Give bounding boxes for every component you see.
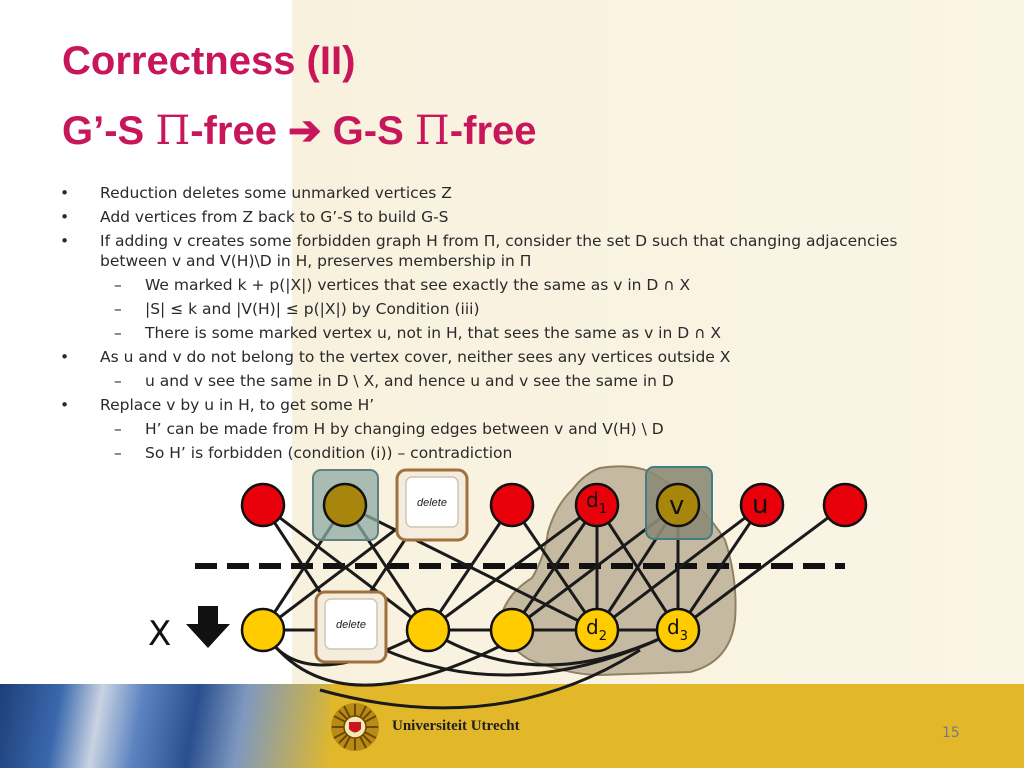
bullet-icon: •	[60, 208, 70, 226]
dash-icon: –	[114, 372, 122, 390]
sub-bullet-list: – We marked k + p(|X|) vertices that see …	[100, 275, 960, 343]
sub-bullet-item: – We marked k + p(|X|) vertices that see …	[100, 275, 960, 295]
footer-brand: Universiteit Utrecht	[392, 718, 520, 734]
vertex-d3	[655, 607, 701, 653]
sub-bullet-item: – So H’ is forbidden (condition (i)) – co…	[100, 443, 960, 463]
pi-symbol: Π	[155, 108, 191, 154]
vertex-yellow	[240, 607, 286, 653]
bullet-text: Reduction deletes some unmarked vertices…	[100, 184, 452, 202]
bullet-text: If adding v creates some forbidden graph…	[100, 232, 898, 270]
sub-bullet-text: There is some marked vertex u, not in H,…	[145, 324, 721, 342]
sub-bullet-text: |S| ≤ k and |V(H)| ≤ p(|X|) by Condition…	[145, 300, 480, 318]
sub-bullet-item: – |S| ≤ k and |V(H)| ≤ p(|X|) by Conditio…	[100, 299, 960, 319]
sub-bullet-item: – There is some marked vertex u, not in H…	[100, 323, 960, 343]
bullet-icon: •	[60, 348, 70, 366]
sub-bullet-item: – u and v see the same in D \ X, and henc…	[100, 371, 960, 391]
label-v: v	[669, 491, 684, 521]
delete-key-bottom: delete	[314, 590, 388, 664]
delete-key-label: delete	[336, 619, 366, 631]
vertex-yellow	[405, 607, 451, 653]
down-arrow-icon	[186, 606, 230, 648]
delete-key-top: delete	[395, 468, 469, 542]
bullet-text: Add vertices from Z back to G’-S to buil…	[100, 208, 449, 226]
bullet-icon: •	[60, 396, 70, 414]
vertex-d1	[574, 482, 620, 528]
footer-photo	[0, 684, 330, 768]
bullet-list: • Reduction deletes some unmarked vertice…	[0, 183, 960, 467]
label-u: u	[752, 490, 768, 520]
vertex-red	[240, 482, 286, 528]
sub-bullet-text: H’ can be made from H by changing edges …	[145, 420, 664, 438]
label-x: X	[148, 614, 171, 654]
sub-bullet-text: So H’ is forbidden (condition (i)) – con…	[145, 444, 513, 462]
label-d1: d1	[586, 488, 607, 517]
vertex-v	[655, 482, 701, 528]
dash-icon: –	[114, 420, 122, 438]
sub-bullet-item: – H’ can be made from H by changing edges…	[100, 419, 960, 439]
sub-bullet-list: – H’ can be made from H by changing edges…	[100, 419, 960, 463]
bullet-item: • If adding v creates some forbidden grap…	[0, 231, 960, 343]
label-d2: d2	[586, 615, 607, 644]
bullet-item: • Replace v by u in H, to get some H’ – H’ …	[0, 395, 960, 463]
pi-symbol: Π	[414, 108, 450, 154]
sub-bullet-text: u and v see the same in D \ X, and hence…	[145, 372, 674, 390]
university-logo	[330, 702, 380, 752]
vertex-u	[739, 482, 785, 528]
dash-icon: –	[114, 300, 122, 318]
page-number: 15	[942, 725, 960, 741]
bullet-item: • Reduction deletes some unmarked vertice…	[0, 183, 960, 203]
vertex-red	[822, 482, 868, 528]
bullet-text: Replace v by u in H, to get some H’	[100, 396, 375, 414]
label-d3: d3	[667, 615, 688, 644]
implies-arrow-icon: ➔	[288, 109, 322, 153]
delete-key-label: delete	[417, 497, 447, 509]
dash-icon: –	[114, 444, 122, 462]
dash-icon: –	[114, 324, 122, 342]
vertex-olive	[322, 482, 368, 528]
bullet-item: • Add vertices from Z back to G’-S to bui…	[0, 207, 960, 227]
bullet-text: As u and v do not belong to the vertex c…	[100, 348, 731, 366]
vertex-yellow	[489, 607, 535, 653]
vertex-d2	[574, 607, 620, 653]
bullet-icon: •	[60, 184, 70, 202]
slide-title: Correctness (II)	[62, 39, 356, 83]
bullet-item: • As u and v do not belong to the vertex …	[0, 347, 960, 391]
bullet-icon: •	[60, 232, 70, 250]
dash-icon: –	[114, 276, 122, 294]
slide-subtitle: G’-S Π-free ➔ G-S Π-free	[62, 108, 537, 154]
sub-bullet-text: We marked k + p(|X|) vertices that see e…	[145, 276, 691, 294]
vertex-red	[489, 482, 535, 528]
sub-bullet-list: – u and v see the same in D \ X, and henc…	[100, 371, 960, 391]
